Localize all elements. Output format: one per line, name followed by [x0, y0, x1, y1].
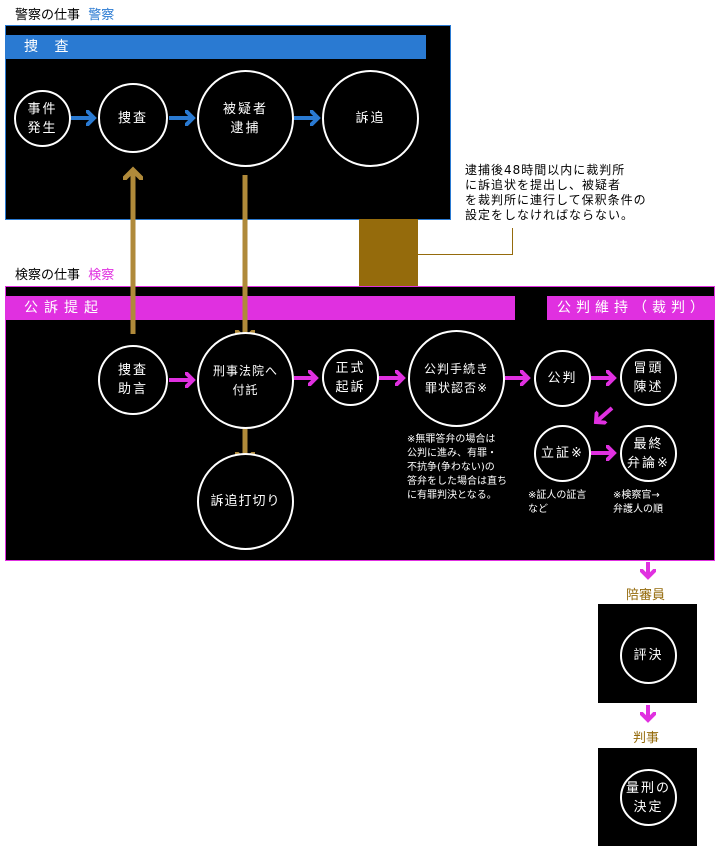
prosecution-section-title: 検察の仕事 検察 [15, 264, 114, 283]
node-committal: 刑事法院へ 付託 [197, 332, 294, 429]
arrow-magenta [596, 406, 614, 422]
trial-bar: 公判維持（裁判） [547, 296, 714, 320]
connector-line [418, 254, 513, 255]
prosecution-tag: 検察 [88, 268, 115, 283]
node-investigation: 捜査 [98, 83, 168, 153]
node-arraignment: 公判手続き 罪状認否※ [408, 330, 505, 427]
arrest-note: 逮捕後48時間以内に裁判所 に訴追状を提出し、被疑者 を裁判所に連行して保釈条件… [465, 163, 647, 222]
prosecution-bar: 公訴提起 [6, 296, 515, 320]
proof-note: ※証人の証言 など [528, 490, 587, 515]
node-opening: 冒頭 陳述 [620, 349, 677, 406]
jury-label: 陪審員 [626, 588, 666, 603]
node-sentencing: 量刑の 決定 [620, 769, 677, 826]
node-charge: 訴追 [322, 70, 419, 167]
node-incident: 事件 発生 [14, 90, 71, 147]
judge-label: 判事 [633, 731, 660, 746]
node-arrest: 被疑者 逮捕 [197, 70, 294, 167]
node-closing: 最終 弁論※ [620, 425, 677, 482]
node-indictment: 正式 起訴 [322, 349, 379, 406]
connector-line [512, 228, 513, 255]
police-tag: 警察 [88, 8, 115, 23]
node-proof: 立証※ [534, 425, 591, 482]
closing-note: ※検察官→ 弁護人の順 [613, 490, 663, 515]
police-section-title: 警察の仕事 警察 [15, 4, 114, 23]
node-verdict: 評決 [620, 627, 677, 684]
investigation-bar: 捜 査 [6, 35, 426, 59]
node-discontinue: 訴追打切り [197, 453, 294, 550]
node-advice: 捜査 助言 [98, 345, 168, 415]
prosecution-title: 検察の仕事 [15, 268, 81, 283]
node-trial: 公判 [534, 350, 591, 407]
connector-block [359, 219, 418, 286]
police-title: 警察の仕事 [15, 8, 81, 23]
arraignment-note: ※無罪答弁の場合は 公判に進み、有罪・ 不抗争(争わない)の 答弁をした場合は直… [407, 434, 507, 501]
